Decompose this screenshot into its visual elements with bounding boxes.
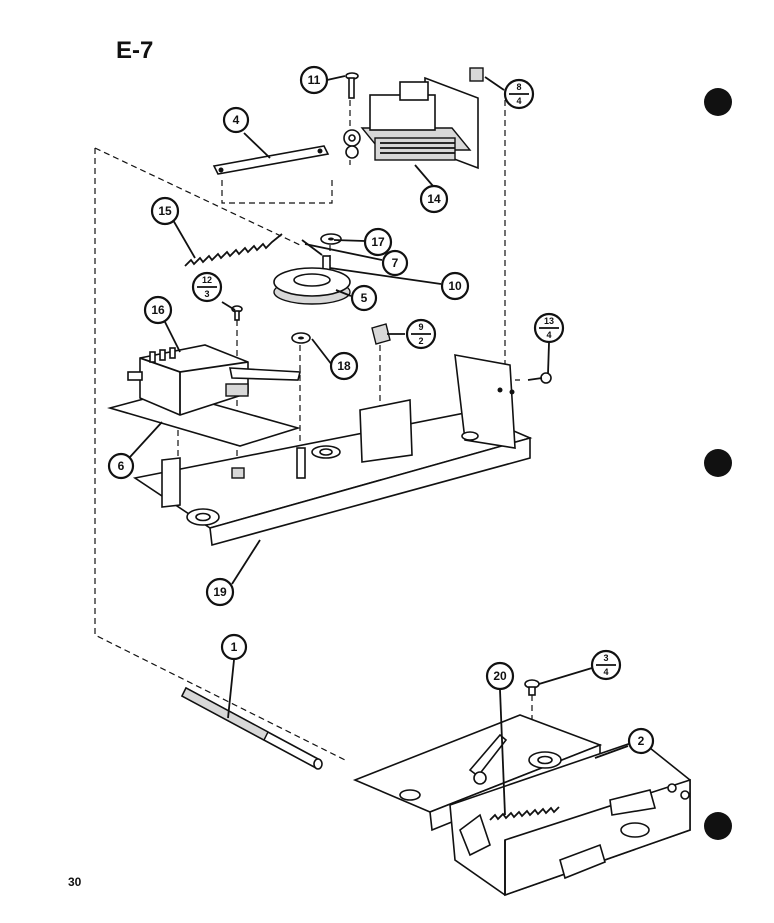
switch-part-16 (107, 344, 302, 447)
svg-text:13: 13 (544, 316, 554, 326)
callout-4: 4 (222, 106, 250, 134)
shaft-part-1 (180, 686, 323, 770)
callout-8-of-4: 8 4 (503, 78, 535, 110)
svg-text:17: 17 (371, 235, 385, 249)
callout-5: 5 (350, 284, 378, 312)
pin-part-7 (301, 239, 323, 256)
svg-text:10: 10 (448, 279, 462, 293)
chassis-plate-part-19 (132, 354, 533, 547)
svg-text:2: 2 (638, 734, 645, 748)
svg-text:1: 1 (231, 640, 238, 654)
callout-3-of-4: 3 4 (590, 649, 622, 681)
svg-text:18: 18 (337, 359, 351, 373)
svg-text:8: 8 (516, 82, 521, 92)
callout-6: 6 (107, 452, 135, 480)
binder-hole-bottom (704, 812, 732, 840)
svg-text:20: 20 (493, 669, 507, 683)
screw-part-3 (524, 679, 540, 696)
cam-pulley-part-5 (273, 267, 351, 305)
screw-part-11 (345, 72, 359, 99)
svg-text:12: 12 (202, 275, 212, 285)
svg-text:4: 4 (603, 667, 608, 677)
svg-text:14: 14 (427, 192, 441, 206)
svg-text:7: 7 (392, 256, 399, 270)
spring-part-15 (184, 233, 283, 267)
svg-text:2: 2 (418, 336, 423, 346)
svg-text:9: 9 (418, 322, 423, 332)
callout-13-of-4: 13 4 (533, 312, 565, 344)
callout-7: 7 (381, 249, 409, 277)
callout-20: 20 (485, 661, 515, 691)
callout-18: 18 (329, 351, 359, 381)
callout-12-of-3: 12 3 (191, 271, 223, 303)
callout-2: 2 (627, 727, 655, 755)
svg-text:16: 16 (151, 303, 165, 317)
callout-15: 15 (150, 196, 180, 226)
svg-text:4: 4 (233, 113, 240, 127)
page-number: 30 (68, 875, 82, 889)
callout-16: 16 (143, 295, 173, 325)
svg-text:6: 6 (118, 459, 125, 473)
svg-text:3: 3 (603, 653, 608, 663)
callout-1: 1 (220, 633, 248, 661)
svg-text:5: 5 (361, 291, 368, 305)
svg-text:4: 4 (516, 96, 521, 106)
diagram-title: E-7 (116, 37, 153, 64)
callout-11: 11 (299, 65, 329, 95)
callout-9-of-2: 9 2 (405, 318, 437, 350)
clip-part-9 (371, 323, 391, 345)
binder-hole-top (704, 88, 732, 116)
screw-part-13 (527, 372, 552, 384)
relay-assembly-part-14 (343, 76, 479, 170)
svg-text:4: 4 (546, 330, 551, 340)
leader-lines (129, 75, 629, 816)
binder-hole-middle (704, 449, 732, 477)
callout-14: 14 (419, 184, 449, 214)
callout-19: 19 (205, 577, 235, 607)
svg-text:3: 3 (204, 289, 209, 299)
clip-part-8 (469, 67, 484, 82)
bracket-assembly-part-2 (352, 714, 691, 897)
callout-10: 10 (440, 271, 470, 301)
svg-text:11: 11 (308, 73, 321, 87)
callout-17: 17 (363, 227, 393, 257)
svg-text:15: 15 (158, 204, 172, 218)
link-bar-part-4 (212, 145, 330, 175)
svg-text:19: 19 (213, 585, 227, 599)
